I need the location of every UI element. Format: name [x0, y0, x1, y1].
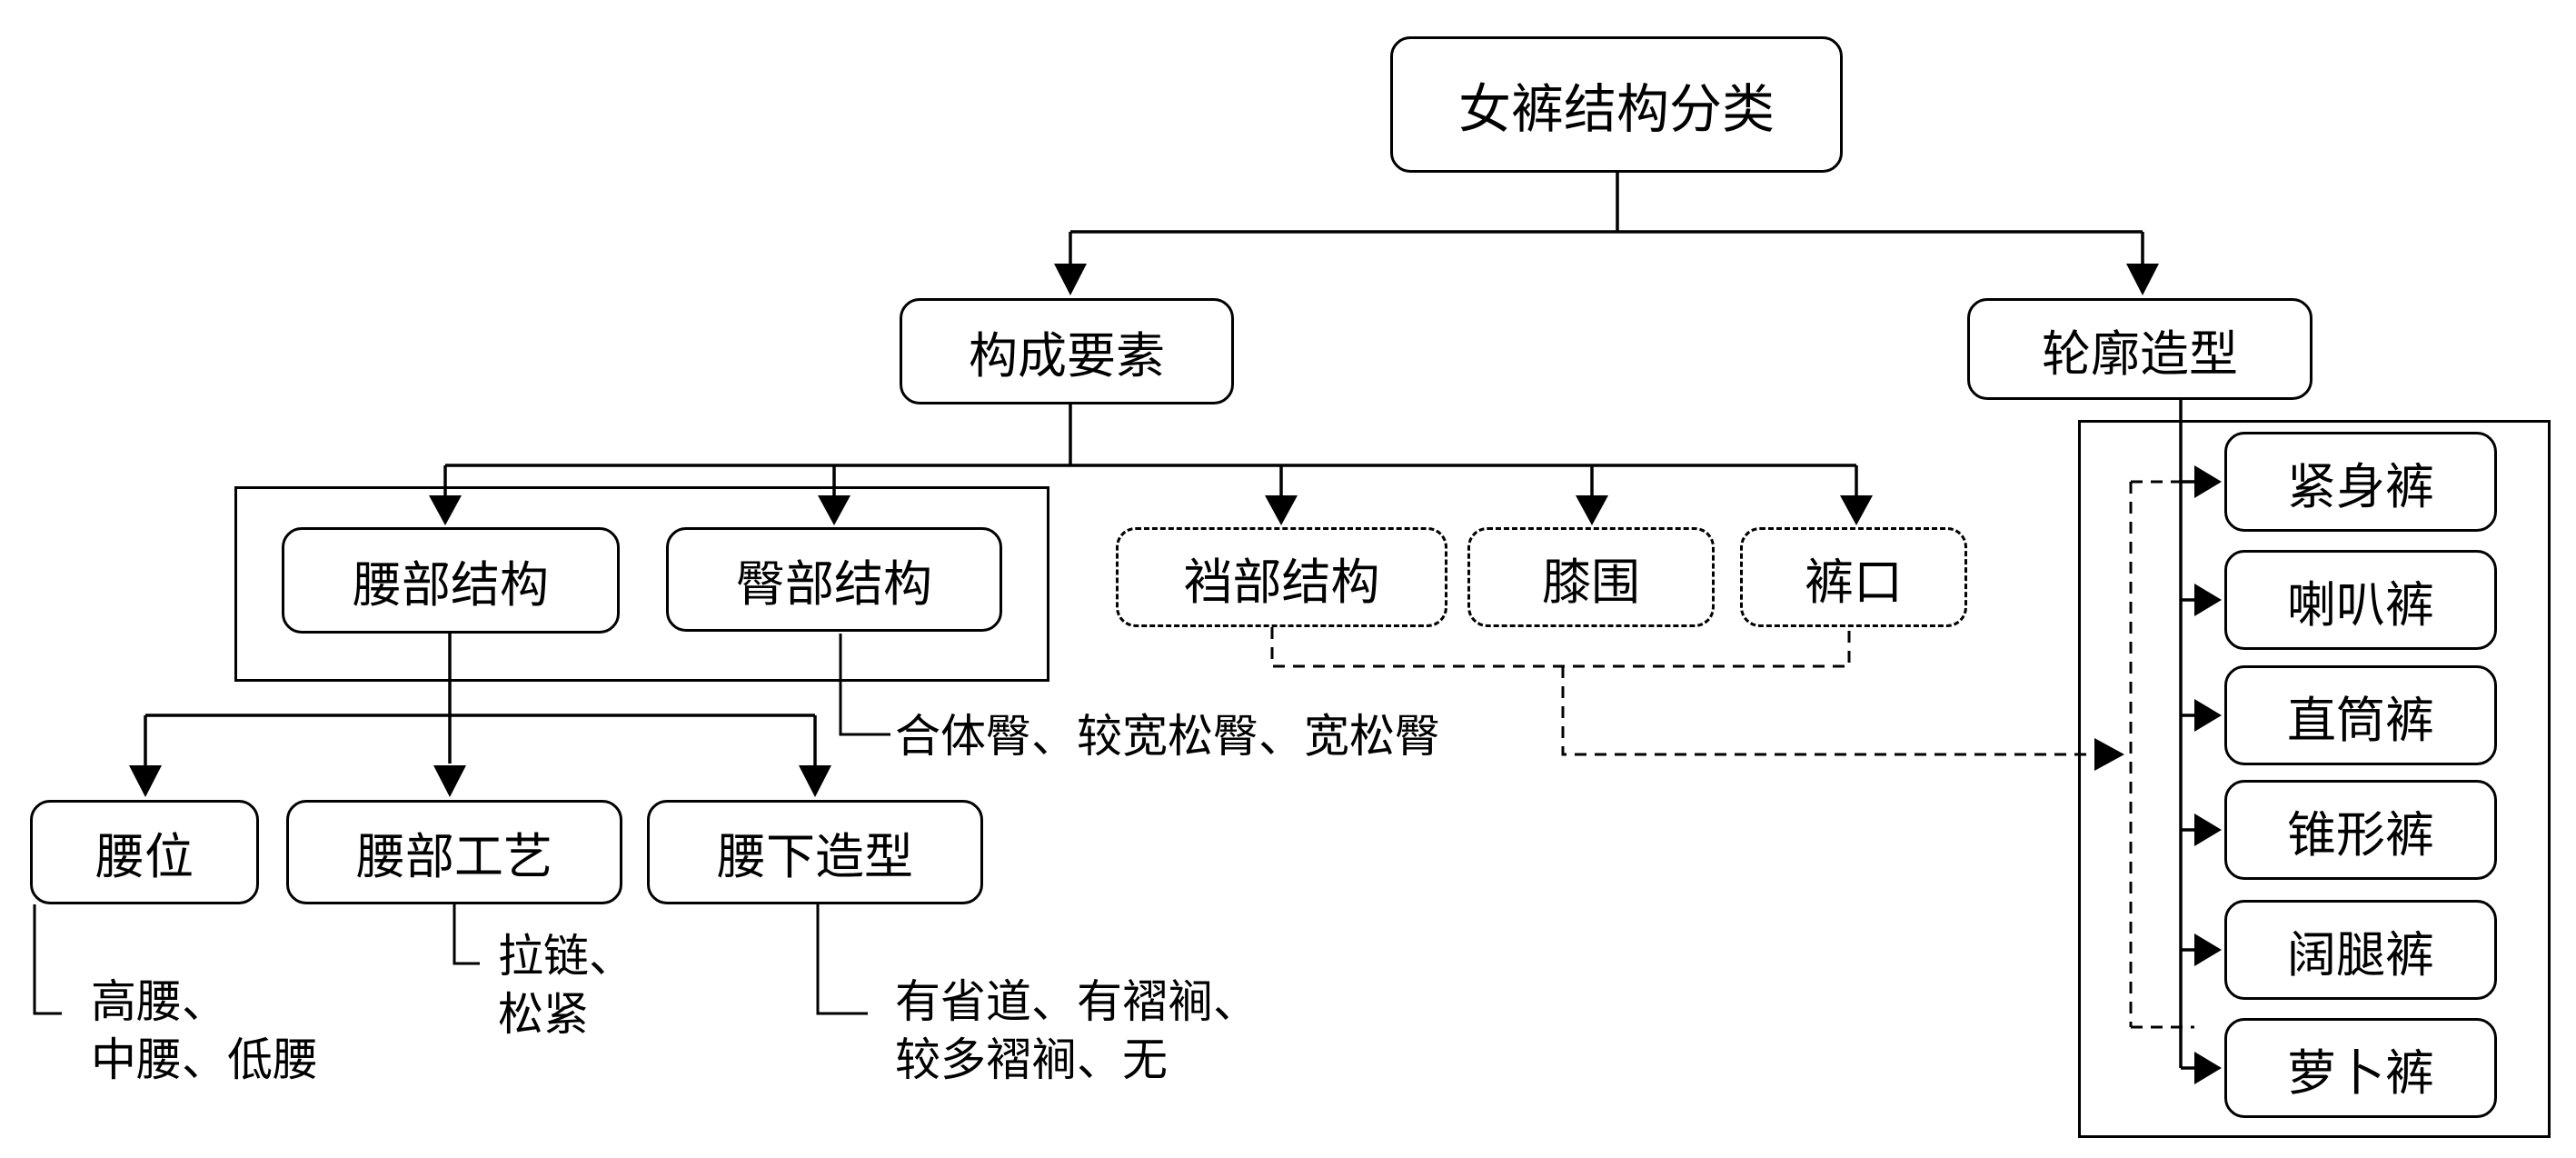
- note-waist-position: 高腰、 中腰、低腰: [91, 973, 318, 1089]
- arrow-silhouette-3: [2194, 699, 2222, 732]
- dashed-to-silhouettes: [1561, 666, 2094, 756]
- node-silhouette: 轮廓造型: [1967, 298, 2312, 400]
- components-arrows: [429, 495, 1873, 525]
- silhouette-item: 锥形裤: [2224, 780, 2497, 880]
- leader-hip-types: [839, 634, 890, 736]
- leader-waist-position: [33, 904, 62, 1015]
- arrow-silhouette-group: [2094, 738, 2124, 771]
- note-waist-position-line1: 高腰、: [91, 975, 227, 1028]
- note-waist-craft-line2: 松紧: [498, 988, 589, 1041]
- node-knee: 膝围: [1467, 527, 1715, 627]
- arrow-silhouette-1: [2194, 465, 2222, 498]
- silhouette-item: 喇叭裤: [2224, 550, 2497, 650]
- silhouette-arrows: [2194, 465, 2222, 1084]
- note-waist-craft: 拉链、 松紧: [498, 927, 634, 1043]
- waist-hip-group-frame: [234, 486, 1049, 682]
- arrow-knee: [1576, 495, 1608, 525]
- arrow-waist-structure: [429, 495, 462, 525]
- arrow-crotch: [1265, 495, 1298, 525]
- arrow-silhouette: [2126, 264, 2159, 295]
- leader-below-waist: [816, 904, 868, 1015]
- node-waist-position: 腰位: [30, 800, 259, 904]
- arrow-silhouette-4: [2194, 814, 2222, 846]
- node-hip-structure: 臀部结构: [666, 527, 1002, 632]
- note-waist-position-line2: 中腰、低腰: [91, 1033, 318, 1086]
- note-below-waist-line1: 有省道、有褶裥、: [895, 975, 1258, 1028]
- waist-arrows: [129, 765, 831, 797]
- note-waist-craft-line1: 拉链、: [498, 930, 634, 983]
- root-connectors: [1069, 173, 2144, 264]
- node-hem: 裤口: [1740, 527, 1967, 627]
- arrow-components: [1054, 264, 1087, 295]
- silhouette-item: 直筒裤: [2224, 665, 2497, 765]
- note-below-waist-line2: 较多褶裥、无: [895, 1033, 1168, 1086]
- arrow-hem: [1840, 495, 1873, 525]
- arrow-silhouette-6: [2194, 1052, 2222, 1084]
- leader-waist-craft: [453, 904, 480, 965]
- silhouette-item: 萝卜裤: [2224, 1018, 2497, 1118]
- dashed-bottom-bar: [1270, 627, 1851, 668]
- node-root: 女裤结构分类: [1390, 36, 1843, 173]
- waist-connectors: [144, 634, 817, 765]
- silhouette-group-frame: [2078, 420, 2551, 1138]
- arrow-silhouette-2: [2194, 584, 2222, 616]
- note-hip-types: 合体臀、较宽松臀、宽松臀: [895, 710, 1440, 763]
- root-arrows: [1054, 264, 2159, 295]
- silhouette-item: 紧身裤: [2224, 432, 2497, 532]
- arrow-waist-craft: [433, 765, 466, 797]
- node-components: 构成要素: [900, 298, 1234, 404]
- components-connectors: [443, 404, 1858, 495]
- arrow-silhouette-5: [2194, 933, 2222, 966]
- silhouette-item: 阔腿裤: [2224, 900, 2497, 1000]
- note-leaders: [33, 634, 890, 1015]
- arrow-waist-position: [129, 765, 162, 797]
- node-crotch-structure: 裆部结构: [1116, 527, 1447, 627]
- node-waist-craft: 腰部工艺: [286, 800, 622, 904]
- dashed-links: [1270, 480, 2194, 1029]
- node-waist-structure: 腰部结构: [282, 527, 620, 634]
- arrow-below-waist: [799, 765, 831, 797]
- arrow-hip-structure: [818, 495, 850, 525]
- node-below-waist: 腰下造型: [647, 800, 983, 904]
- note-below-waist: 有省道、有褶裥、 较多褶裥、无: [895, 973, 1258, 1089]
